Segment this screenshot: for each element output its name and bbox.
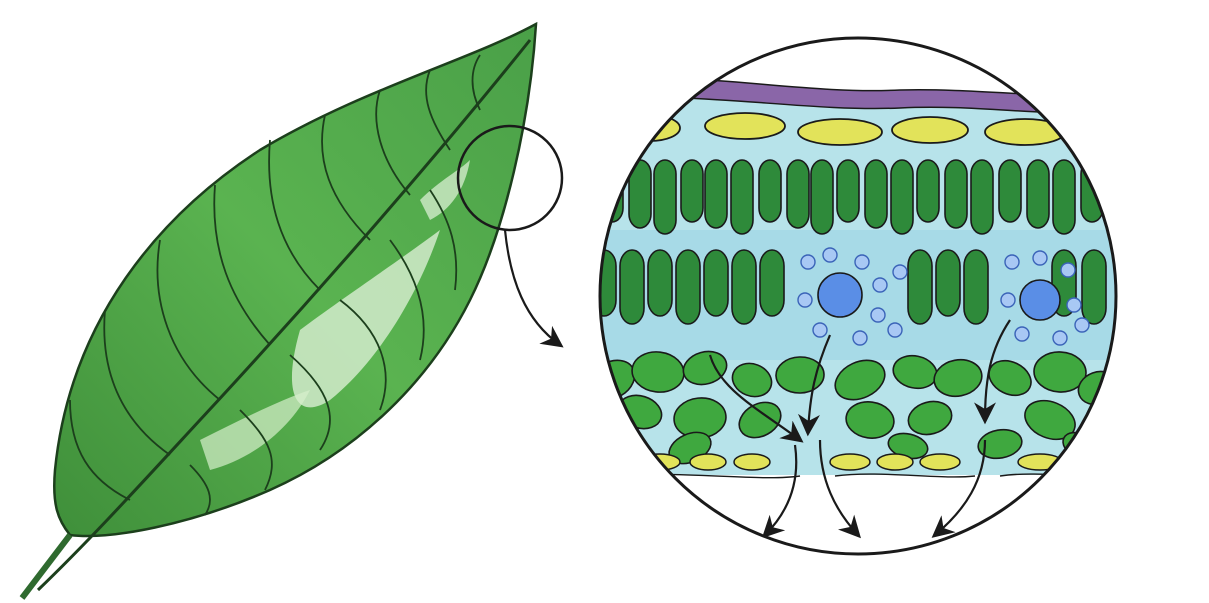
air-space [798,293,812,307]
air-space-large [818,273,862,317]
palisade-cell [865,160,887,228]
air-space [873,278,887,292]
air-space [1053,331,1067,345]
lower-epidermis-cell [920,454,960,470]
lower-epidermis-cell [594,454,630,470]
palisade-cell [945,160,967,228]
palisade-cell [891,160,913,234]
epidermis-cell [985,119,1065,145]
palisade-cell [908,250,932,324]
palisade-cell [681,160,703,222]
lower-epidermis-cell [830,454,870,470]
palisade-cell [654,160,676,234]
air-space [888,323,902,337]
epidermis-cell [705,113,785,139]
palisade-cell [759,160,781,222]
air-space [1005,255,1019,269]
lower-epidermis-cell [877,454,913,470]
leaf-blade [54,24,536,536]
air-space-large [1020,280,1060,320]
palisade-cell [1027,160,1049,228]
palisade-cell [787,160,809,228]
palisade-cell [964,250,988,324]
palisade-cell [971,160,993,234]
air-space [871,308,885,322]
leaf [22,24,536,598]
air-space [855,255,869,269]
air-space [1015,327,1029,341]
palisade-cell [731,160,753,234]
air-space [801,255,815,269]
palisade-cell [620,250,644,324]
palisade-cell [705,160,727,228]
palisade-cell [917,160,939,222]
epidermis-cell [798,119,882,145]
air-space [1067,298,1081,312]
palisade-cell [811,160,833,234]
epidermis-cell [1080,117,1140,143]
epidermis-cell [892,117,968,143]
air-space [893,265,907,279]
air-space [813,323,827,337]
palisade-cell [732,250,756,324]
spongy-cell [775,356,824,394]
lower-epidermis-cell [734,454,770,470]
spongy-cell [602,433,638,458]
palisade-cell [704,250,728,316]
lower-epidermis-cell [690,454,726,470]
palisade-cell [676,250,700,324]
palisade-cell [648,250,672,316]
air-space [1033,251,1047,265]
air-space [1061,263,1075,277]
palisade-cell [999,160,1021,222]
air-space [1001,293,1015,307]
palisade-cell [601,160,623,222]
palisade-cell [837,160,859,222]
palisade-cell [1053,160,1075,234]
lower-epidermis-cell [1072,454,1108,470]
palisade-cell [760,250,784,316]
palisade-cell [1082,250,1106,324]
cross-section [582,38,1140,568]
air-space [823,248,837,262]
palisade-cell [936,250,960,316]
zoom-arrow-icon [505,230,560,345]
air-space [1075,318,1089,332]
air-space [853,331,867,345]
